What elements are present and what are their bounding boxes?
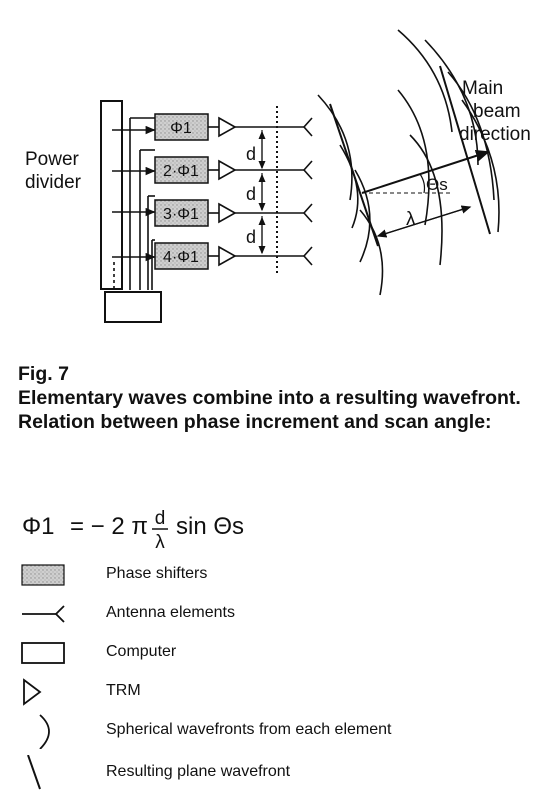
plane-wavefronts — [329, 65, 491, 247]
phase-shifter-2: 2·Φ1 — [154, 156, 209, 184]
antenna-elements — [302, 117, 313, 266]
power-divider-label: Power divider — [25, 149, 84, 193]
figure-caption: Fig. 7 Elementary waves combine into a r… — [18, 362, 538, 434]
scan-angle-arc — [419, 173, 426, 194]
legend-item-phase-shifters: Phase shifters — [18, 557, 538, 593]
spacing-label-1: d — [246, 144, 256, 164]
trm-modules — [208, 116, 305, 267]
formula-fraction-numerator: d — [155, 508, 166, 529]
spacing-label-3: d — [246, 227, 256, 247]
main-beam-arrow — [361, 150, 490, 194]
legend-label: Spherical wavefronts from each element — [106, 721, 392, 738]
svg-text:4·Φ1: 4·Φ1 — [163, 249, 199, 266]
input-arrows — [145, 125, 156, 262]
scan-angle-label: Θs — [426, 175, 448, 194]
legend-item-antenna-elements: Antenna elements — [18, 596, 538, 632]
legend-label: Phase shifters — [106, 565, 208, 582]
svg-text:Φ1: Φ1 — [22, 513, 55, 540]
phased-array-diagram: Power divider Φ1 2·Φ1 3·Φ1 4·Φ1 — [25, 29, 531, 323]
feed-lines — [112, 117, 155, 290]
plane-wavefront-icon — [27, 755, 41, 790]
wavelength-label: λ — [406, 209, 416, 230]
legend-label: TRM — [106, 682, 141, 699]
computer-icon — [21, 642, 65, 664]
computer-box — [104, 291, 162, 323]
phase-shifter-icon — [21, 564, 65, 586]
formula-rhs-suffix: sin Θs — [176, 513, 244, 540]
phase-shifter-4: 4·Φ1 — [154, 242, 209, 270]
phase-shifter-1: Φ1 — [154, 113, 209, 141]
svg-text:2·Φ1: 2·Φ1 — [163, 163, 199, 180]
wavelength-arrow-b — [376, 206, 471, 238]
figure-number: Fig. 7 — [18, 363, 69, 385]
legend-item-trm: TRM — [18, 674, 538, 710]
svg-text:3·Φ1: 3·Φ1 — [163, 206, 199, 223]
formula-lhs: Φ1 — [22, 513, 55, 540]
spacing-label-2: d — [246, 184, 256, 204]
formula-fraction-denominator: λ — [155, 532, 165, 553]
phase-shifter-3: 3·Φ1 — [154, 199, 209, 227]
legend-item-plane-wavefront: Resulting plane wavefront — [18, 755, 538, 791]
antenna-element-icon — [22, 605, 65, 623]
caption-text: Elementary waves combine into a resultin… — [18, 387, 521, 433]
phase-increment-formula: Φ1 = − 2 π d λ sin Θs — [22, 508, 244, 553]
legend-item-computer: Computer — [18, 635, 538, 671]
formula-rhs-prefix: = − 2 π — [70, 513, 148, 540]
legend-label: Antenna elements — [106, 604, 235, 621]
svg-text:Φ1: Φ1 — [170, 120, 192, 137]
trm-icon — [23, 678, 42, 706]
spherical-wavefronts — [317, 29, 500, 296]
main-beam-label: Main beam direction — [459, 78, 531, 145]
legend-label: Computer — [106, 643, 177, 660]
spherical-wavefront-icon — [39, 714, 50, 749]
power-divider-bar — [100, 100, 123, 290]
legend-item-spherical-wavefronts: Spherical wavefronts from each element — [18, 713, 538, 749]
legend-label: Resulting plane wavefront — [106, 763, 291, 780]
